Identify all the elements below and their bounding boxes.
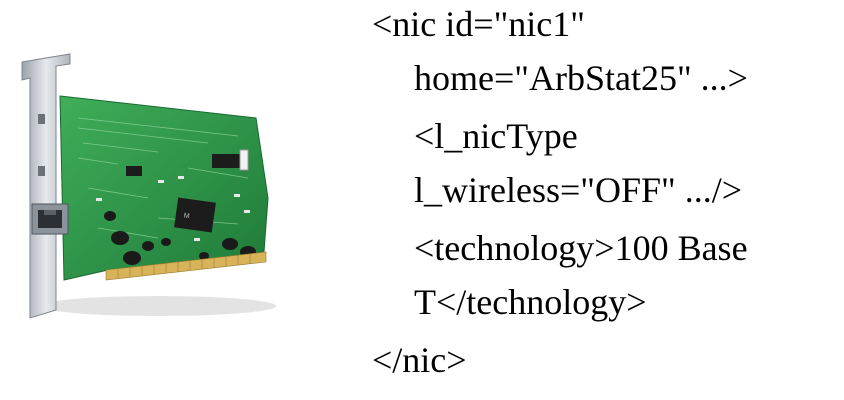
socket xyxy=(239,149,249,171)
code-line: <l_nicType xyxy=(414,116,578,156)
code-line: home="ArbStat25" ...> xyxy=(414,58,748,98)
small-chip xyxy=(212,154,242,168)
metal-bracket xyxy=(21,53,71,319)
rj45-port-icon xyxy=(31,203,69,235)
code-line: l_wireless="OFF" .../> xyxy=(414,170,743,210)
small-chip xyxy=(126,166,142,176)
smd-components xyxy=(96,176,250,241)
card-shadow xyxy=(40,296,276,316)
svg-text:M: M xyxy=(183,212,190,220)
xml-code-block: <nic id="nic1" home="ArbStat25" ...> <l_… xyxy=(372,0,842,400)
code-line: <technology>100 Base xyxy=(414,228,748,268)
pci-edge-connector xyxy=(105,251,267,281)
network-interface-card-icon: M xyxy=(21,53,276,319)
code-line: <nic id="nic1" xyxy=(372,4,585,44)
code-line: T</technology> xyxy=(414,282,647,322)
circuit-traces xyxy=(77,117,249,239)
pcb-board xyxy=(59,95,269,281)
code-line: </nic> xyxy=(372,340,467,380)
capacitors xyxy=(104,211,256,265)
controller-chip: M xyxy=(174,197,216,233)
